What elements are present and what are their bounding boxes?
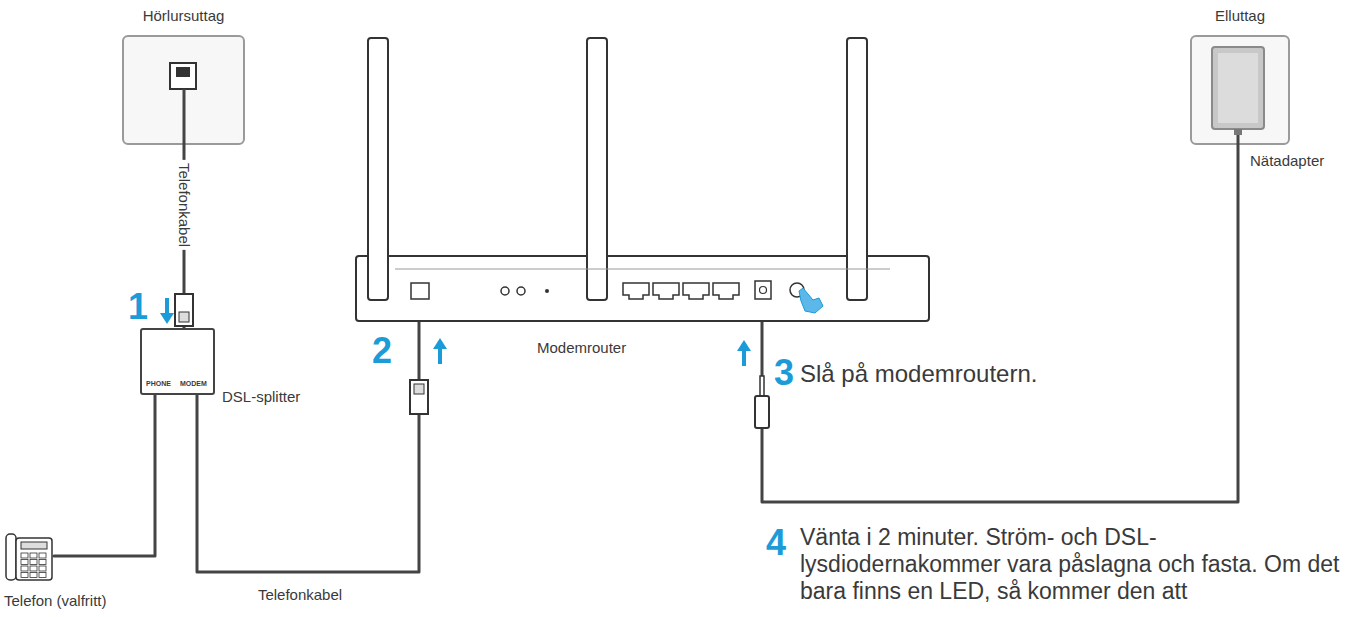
cable: [762, 145, 1238, 502]
direction-arrow: [737, 340, 751, 351]
lan-port: [713, 283, 739, 299]
cable: [1237, 135, 1240, 145]
antenna: [587, 38, 607, 300]
antenna: [368, 38, 388, 300]
rj11-plug: [179, 312, 189, 322]
rj11-plug: [414, 384, 424, 394]
rj11-plug: [175, 294, 193, 326]
direction-arrow: [433, 338, 447, 349]
telephone-icon: [6, 534, 16, 580]
telephone-key: [30, 553, 37, 558]
power-plug: [760, 376, 764, 396]
telephone-key: [21, 553, 28, 558]
port-label: MODEM: [180, 380, 207, 388]
router-illustration: [355, 30, 930, 322]
node-heading: Elluttag: [1215, 7, 1265, 25]
pressing-hand: [799, 288, 823, 313]
cable-label: Telefonkabel: [255, 586, 345, 603]
step-text: Vänta i 2 minuter. Ström- och DSL-lysdio…: [800, 524, 1340, 605]
power-adapter: [1234, 129, 1242, 135]
panel-edge: [395, 269, 890, 270]
wall-jack: Hörlursuttag: [122, 35, 245, 145]
telephone-key: [30, 573, 37, 578]
rj11-plug: [175, 294, 193, 326]
power-plug: [755, 396, 769, 428]
cable: [54, 395, 155, 556]
telephone-key: [21, 566, 28, 571]
cable: [183, 89, 186, 145]
power-adapter: [1218, 53, 1258, 123]
button: [517, 287, 525, 295]
part-label: Nätadapter: [1250, 152, 1324, 169]
jack-socket: [122, 35, 245, 145]
direction-arrow: [438, 348, 442, 364]
modem-router: Modemrouter: [355, 255, 930, 322]
direction-arrow: [160, 298, 174, 324]
telephone-icon: [4, 530, 54, 584]
telephone-key: [30, 566, 37, 571]
direction-arrow: [433, 338, 447, 364]
jack-socket: [170, 63, 196, 89]
step-text: Slå på modemroutern.: [800, 360, 1037, 388]
node-heading: Telefon (valfritt): [4, 592, 107, 610]
callout-number: 4: [766, 522, 786, 563]
power-adapter: [1190, 35, 1290, 145]
callout-number: 2: [372, 330, 392, 371]
power-plug: [755, 376, 769, 428]
button: [501, 287, 509, 295]
jack-socket: [176, 67, 190, 77]
telephone-key: [39, 566, 46, 571]
lan-port: [653, 283, 679, 299]
telephone-icon: [21, 542, 47, 549]
telephone-key: [39, 573, 46, 578]
power-port: [760, 287, 767, 294]
lan-port: [683, 283, 709, 299]
part-label: Modemrouter: [537, 339, 626, 357]
antenna: [847, 38, 867, 300]
rj11-plug: [410, 380, 428, 414]
rj11-plug: [410, 380, 428, 414]
direction-arrow: [160, 313, 174, 324]
direction-arrow: [165, 298, 169, 314]
cable-label: Telefonkabel: [176, 160, 193, 250]
telephone-key: [21, 560, 28, 565]
callout-number: 1: [128, 286, 148, 327]
node-heading: Hörlursuttag: [143, 7, 225, 25]
power-adapter: [1212, 47, 1264, 129]
telephone-key: [21, 573, 28, 578]
direction-arrow: [742, 350, 746, 366]
direction-arrow: [737, 340, 751, 366]
telephone: Telefon (valfritt): [4, 530, 54, 584]
telephone-key: [39, 553, 46, 558]
lan-port: [623, 283, 649, 299]
telephone-key: [39, 560, 46, 565]
dsl-port: [411, 283, 429, 299]
power-outlet: Elluttag: [1190, 35, 1290, 145]
power-port: [755, 281, 771, 299]
telephone-key: [30, 560, 37, 565]
cable: [197, 322, 419, 572]
callout-number: 3: [774, 352, 794, 393]
port-label: PHONE: [146, 380, 171, 388]
part-label: DSL-splitter: [222, 388, 300, 406]
reset-hole: [545, 289, 549, 293]
telephone-icon: [16, 538, 52, 580]
